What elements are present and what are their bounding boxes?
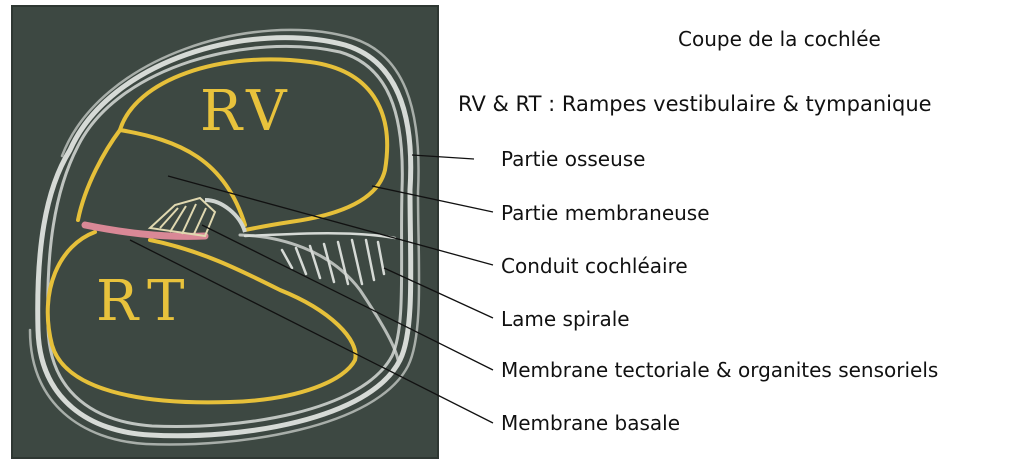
leader-lines bbox=[129, 154, 494, 424]
lame-spirale-drawing bbox=[243, 231, 397, 286]
leader-partie-membraneuse bbox=[371, 185, 494, 213]
leader-membrane-basale bbox=[129, 239, 494, 424]
leader-lame-spirale bbox=[383, 267, 494, 319]
label-rt: RT bbox=[96, 269, 195, 334]
label-rv: RV bbox=[200, 79, 293, 144]
leader-partie-osseuse bbox=[411, 154, 475, 160]
leader-conduit-cochleaire bbox=[167, 175, 494, 266]
label-membrane-basale: Membrane basale bbox=[501, 411, 681, 435]
diagram-subtitle: RV & RT : Rampes vestibulaire & tympaniq… bbox=[458, 92, 932, 116]
label-membrane-tectoriale: Membrane tectoriale & organites sensorie… bbox=[501, 358, 939, 382]
label-lame-spirale: Lame spirale bbox=[501, 307, 630, 331]
label-conduit-cochleaire: Conduit cochléaire bbox=[501, 254, 688, 278]
diagram-title: Coupe de la cochlée bbox=[678, 27, 881, 51]
membrane-basale-drawing bbox=[81, 221, 209, 240]
label-partie-osseuse: Partie osseuse bbox=[501, 147, 646, 171]
partie-membraneuse-drawing bbox=[45, 57, 390, 405]
organe-sensoriel-drawing bbox=[147, 196, 247, 238]
label-partie-membraneuse: Partie membraneuse bbox=[501, 201, 710, 225]
leader-membrane-tectoriale bbox=[201, 224, 494, 371]
